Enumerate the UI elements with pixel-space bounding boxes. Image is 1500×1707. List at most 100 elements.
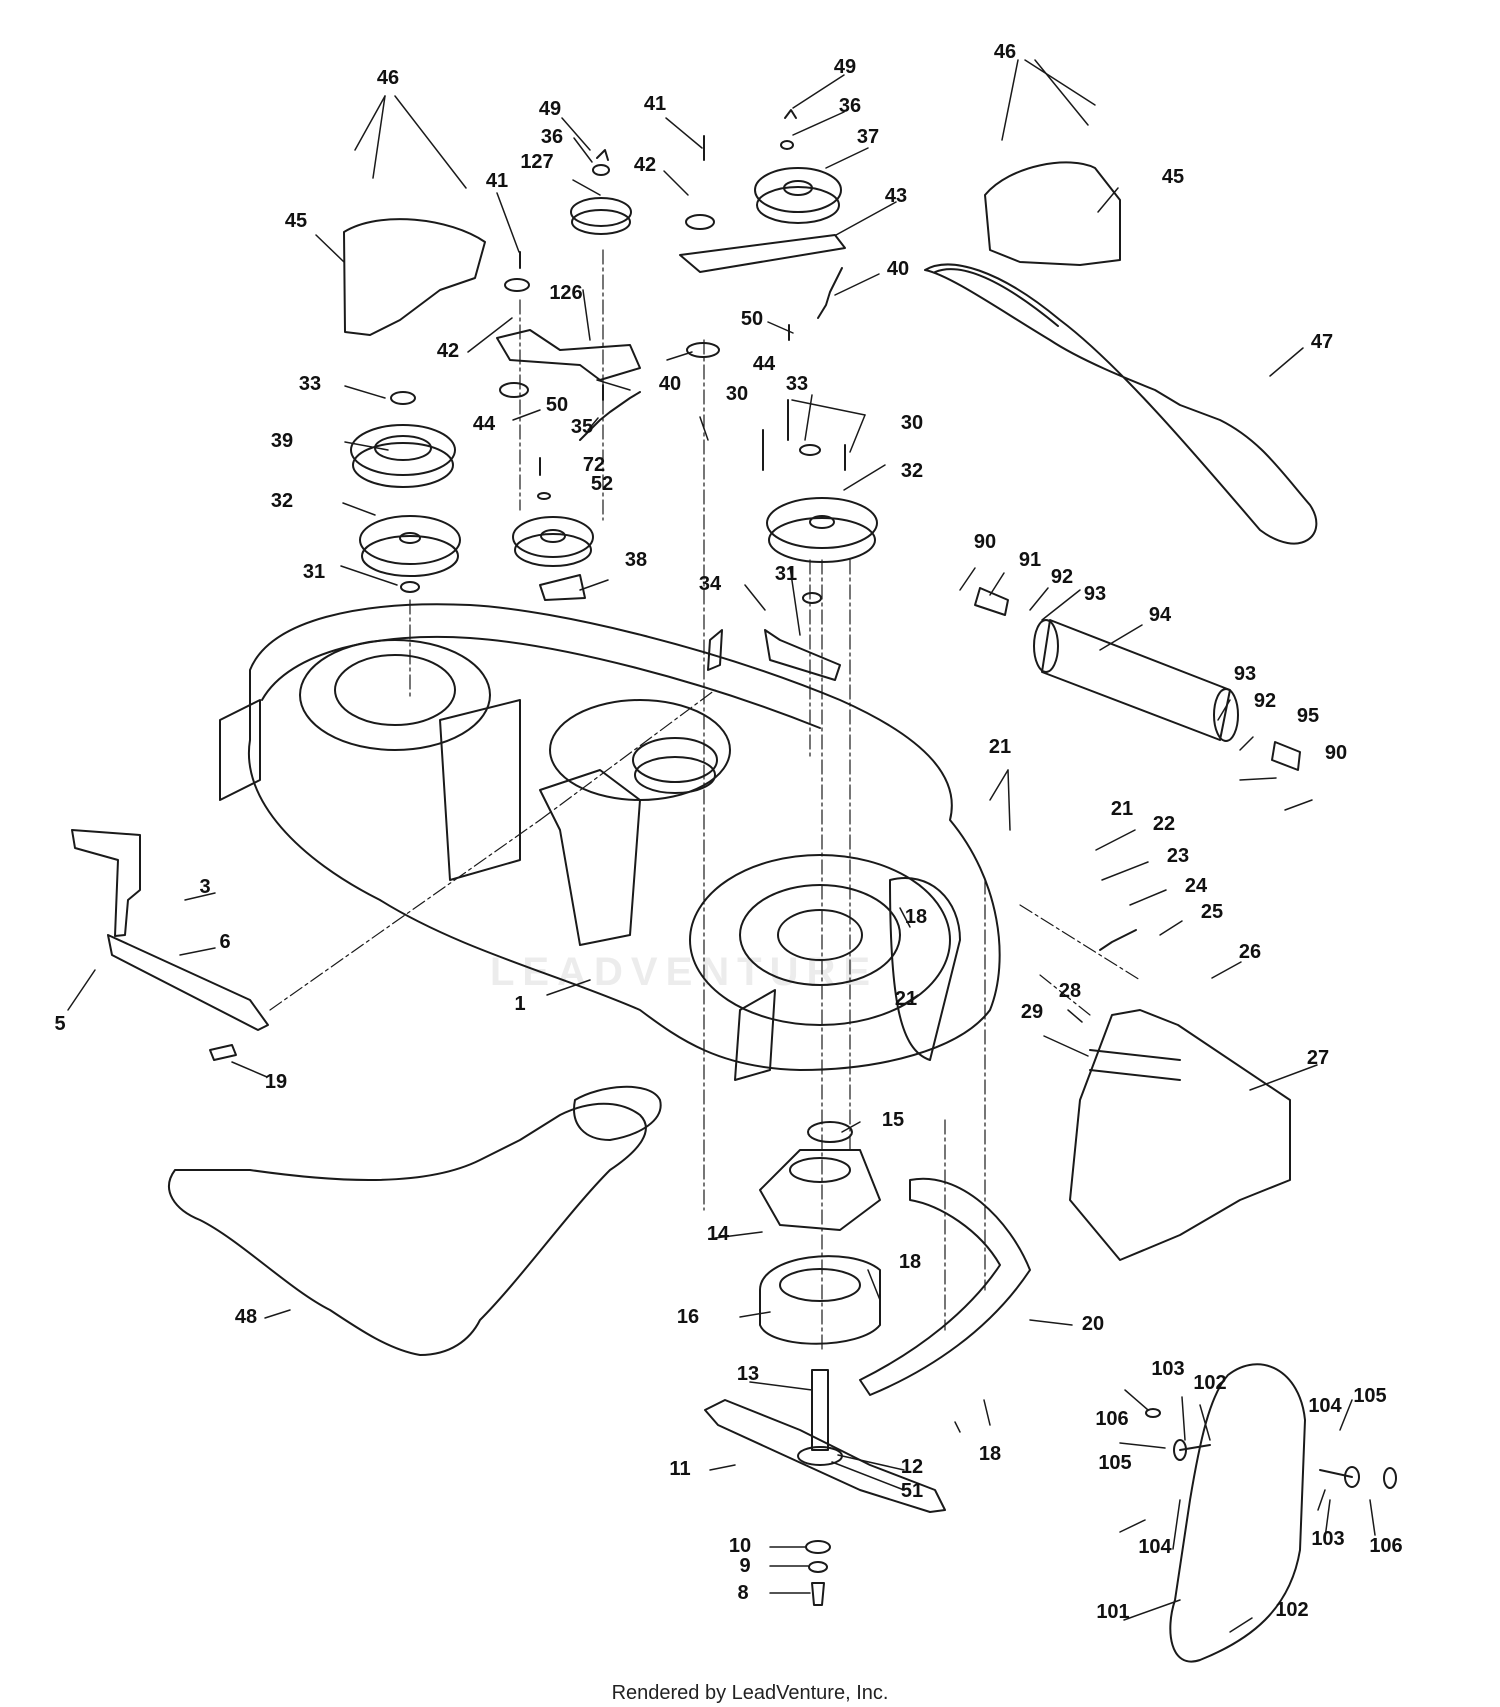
callout-31: 31 <box>775 563 797 585</box>
callout-44: 44 <box>473 413 496 435</box>
callout-46: 46 <box>377 67 399 89</box>
callout-35: 35 <box>571 416 593 438</box>
callout-36: 36 <box>541 126 563 148</box>
callout-23: 23 <box>1167 845 1189 867</box>
hardware-part <box>390 109 846 604</box>
callout-41: 41 <box>486 170 508 192</box>
callout-47: 47 <box>1311 331 1333 353</box>
callout-18: 18 <box>905 906 927 928</box>
callout-91: 91 <box>1019 549 1041 571</box>
callout-49: 49 <box>539 98 561 120</box>
callout-5: 5 <box>54 1013 65 1035</box>
callout-38: 38 <box>625 549 647 571</box>
callout-8: 8 <box>737 1582 748 1604</box>
baffle-part <box>859 1177 1031 1396</box>
callout-18: 18 <box>979 1443 1001 1465</box>
bracket-part <box>496 234 846 681</box>
assembly-line <box>269 249 1141 1351</box>
callout-50: 50 <box>546 394 568 416</box>
callout-90: 90 <box>974 531 996 553</box>
callout-36: 36 <box>839 95 861 117</box>
callout-106: 106 <box>1095 1408 1128 1430</box>
callout-101: 101 <box>1096 1601 1129 1623</box>
callout-127: 127 <box>520 151 553 173</box>
callout-39: 39 <box>271 430 293 452</box>
callout-90: 90 <box>1325 742 1347 764</box>
callout-30: 30 <box>726 383 748 405</box>
callout-3: 3 <box>199 876 210 898</box>
callout-105: 105 <box>1098 1452 1131 1474</box>
callout-93: 93 <box>1234 663 1256 685</box>
callout-26: 26 <box>1239 941 1261 963</box>
spring-part <box>579 267 1137 951</box>
footer-credit: Rendered by LeadVenture, Inc. <box>611 1682 889 1704</box>
callout-10: 10 <box>729 1535 751 1557</box>
callout-103: 103 <box>1151 1358 1184 1380</box>
callout-41: 41 <box>644 93 666 115</box>
roller-part <box>974 587 1301 771</box>
callout-50: 50 <box>741 308 763 330</box>
callout-31: 31 <box>303 561 325 583</box>
callout-33: 33 <box>299 373 321 395</box>
callout-45: 45 <box>1162 166 1184 188</box>
callout-22: 22 <box>1153 813 1175 835</box>
callout-32: 32 <box>271 490 293 512</box>
callout-93: 93 <box>1084 583 1106 605</box>
blade-part <box>704 1399 946 1513</box>
callout-48: 48 <box>235 1306 257 1328</box>
callout-126: 126 <box>549 282 582 304</box>
callout-94: 94 <box>1149 604 1172 626</box>
callout-25: 25 <box>1201 901 1223 923</box>
callout-42: 42 <box>634 154 656 176</box>
callout-40: 40 <box>659 373 681 395</box>
callout-12: 12 <box>901 1456 923 1478</box>
deflector-part <box>1069 1009 1291 1261</box>
callout-27: 27 <box>1307 1047 1329 1069</box>
leader-line <box>67 59 1376 1633</box>
callout-28: 28 <box>1059 980 1081 1002</box>
callout-44: 44 <box>753 353 776 375</box>
callout-11: 11 <box>669 1458 690 1480</box>
callout-104: 104 <box>1138 1536 1172 1558</box>
callout-32: 32 <box>901 460 923 482</box>
callout-95: 95 <box>1297 705 1319 727</box>
callout-103: 103 <box>1311 1528 1344 1550</box>
wheel-hardware-part <box>1145 1408 1397 1489</box>
callout-46: 46 <box>994 41 1016 63</box>
callout-102: 102 <box>1193 1372 1226 1394</box>
spindle-part <box>759 1121 881 1466</box>
callout-1: 1 <box>514 993 525 1015</box>
callout-21: 21 <box>989 736 1011 758</box>
callout-18: 18 <box>899 1251 921 1273</box>
callout-92: 92 <box>1254 690 1276 712</box>
callout-40: 40 <box>887 258 909 280</box>
callout-43: 43 <box>885 185 907 207</box>
callout-21: 21 <box>895 988 917 1010</box>
mower-deck-part <box>219 603 1001 1081</box>
callout-49: 49 <box>834 56 856 78</box>
svg-text:LEADVENTURE: LEADVENTURE <box>490 950 878 994</box>
callout-106: 106 <box>1369 1535 1402 1557</box>
callout-34: 34 <box>699 573 722 595</box>
callout-29: 29 <box>1021 1001 1043 1023</box>
callout-21: 21 <box>1111 798 1133 820</box>
callout-30: 30 <box>901 412 923 434</box>
callout-9: 9 <box>739 1555 750 1577</box>
callout-6: 6 <box>219 931 230 953</box>
callout-72: 72 <box>583 454 605 476</box>
watermark: LEADVENTURE <box>490 950 878 994</box>
belt-part <box>168 263 1318 1356</box>
callout-24: 24 <box>1185 875 1208 897</box>
hanger-bracket-part <box>71 829 269 1061</box>
callout-16: 16 <box>677 1306 699 1328</box>
callout-45: 45 <box>285 210 307 232</box>
callout-104: 104 <box>1308 1395 1342 1417</box>
callout-15: 15 <box>882 1109 904 1131</box>
callout-14: 14 <box>707 1223 730 1245</box>
callout-51: 51 <box>901 1480 923 1502</box>
callout-52: 52 <box>591 473 613 495</box>
belt-cover-part <box>343 161 1121 336</box>
callout-42: 42 <box>437 340 459 362</box>
